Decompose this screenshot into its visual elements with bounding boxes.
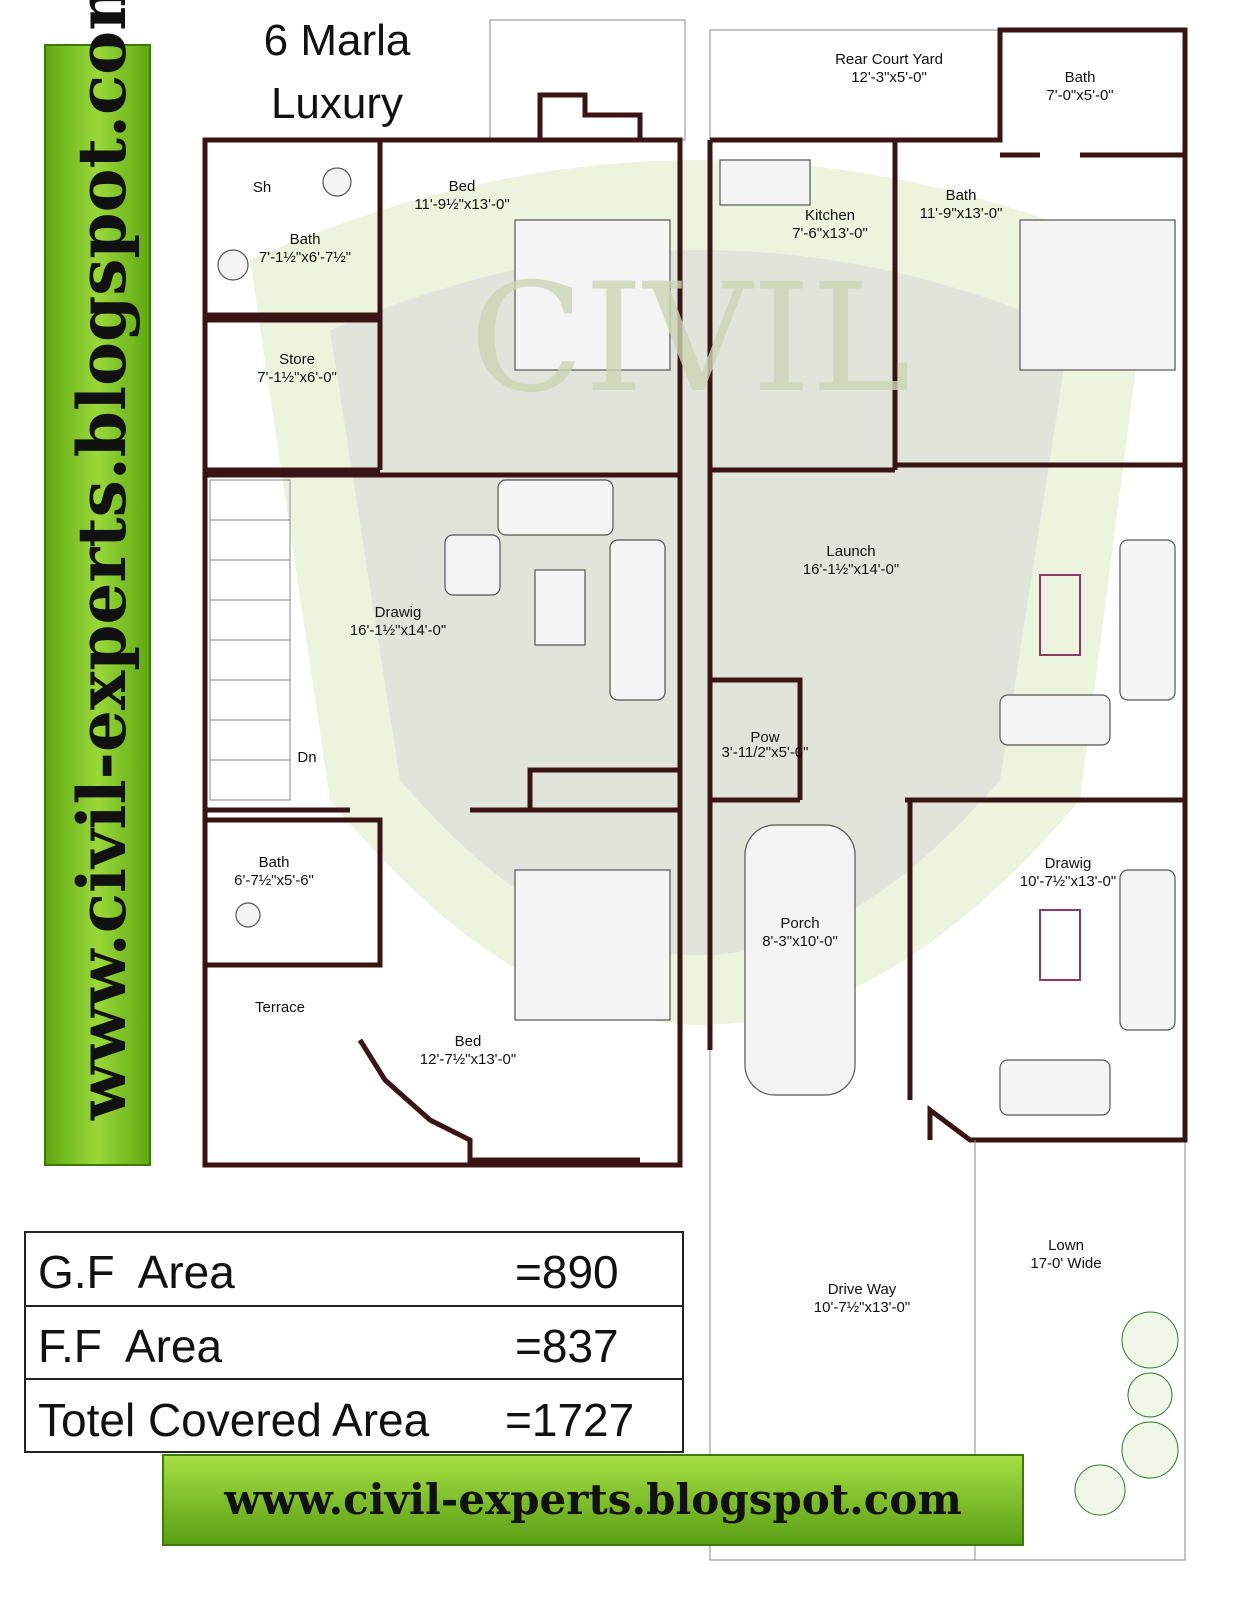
room-size: 7'-1½"x6'-0" [257,369,337,386]
room-label: Bath [946,187,977,204]
room-size: 12'-3"x5'-0" [851,69,927,86]
toilet-icon [235,902,261,928]
room-size: 6'-7½"x5'-6" [234,872,314,889]
room-label: Drawig [1045,855,1092,872]
tree-icons [1074,1311,1179,1516]
room-label: Rear Court Yard [835,51,943,68]
side-banner-text: www.civil-experts.blogspot.com [63,0,141,1121]
coffee-table [1039,574,1081,656]
watermark-text: CIVIL [469,252,910,426]
area-label: Totel Covered Area [38,1394,430,1446]
bed-furniture [514,219,671,371]
room-label: Bath [1065,69,1096,86]
sofa [999,1059,1111,1116]
toilet-icon [322,167,352,197]
room-size: 10'-7½"x13'-0" [1020,873,1116,890]
room-size: 10'-7½"x13'-0" [814,1299,910,1316]
sink-icon [719,159,811,206]
room-label: Kitchen [805,207,855,224]
room-size: 16'-1½"x14'-0" [803,561,899,578]
area-table: G.F Area =890 F.F Area =837 Totel Covere… [24,1231,684,1453]
room-label: Drive Way [828,1281,897,1298]
area-value: =1727 [505,1394,634,1446]
room-size: 8'-3"x10'-0" [762,933,838,950]
room-size: 11'-9"x13'-0" [920,205,1003,222]
room-size: 3'-11/2"x5'-0" [722,744,809,761]
sink-icon [217,249,249,281]
room-size: 7'-1½"x6'-7½" [259,249,351,266]
room-size: 7'-6"x13'-0" [792,225,868,242]
sofa [609,539,666,701]
room-label: Bed [455,1033,482,1050]
room-label: Terrace [255,999,305,1016]
room-label: Bath [259,854,290,871]
room-size: 16'-1½"x14'-0" [350,622,446,639]
room-size: 7'-0"x5'-0" [1046,87,1113,104]
room-label: Porch [780,915,819,932]
title-line-1: 6 Marla [264,16,411,65]
armchair [444,534,501,596]
right-floor-plan: Rear Court Yard 12'-3"x5'-0" Bath 7'-0"x… [707,27,1188,1561]
side-banner: www.civil-experts.blogspot.com [44,0,151,1166]
room-size: 12'-7½"x13'-0" [420,1051,516,1068]
room-size: 17-0' Wide [1030,1255,1101,1272]
sofa [1119,539,1176,701]
stairs-label: Dn [297,749,316,766]
coffee-table [534,569,586,646]
room-label: Launch [826,543,875,560]
left-floor-plan: Sh Bath 7'-1½"x6'-7½" Bed 11'-9½"x13'-0"… [202,19,686,1168]
room-label: Bed [449,178,476,195]
room-label: Bath [290,231,321,248]
room-size: 11'-9½"x13'-0" [414,196,509,213]
sofa [1119,869,1176,1031]
room-label: Lown [1048,1237,1084,1254]
room-label: Sh [253,179,271,196]
room-label: Drawig [375,604,422,621]
coffee-table [1039,909,1081,981]
car [744,824,856,1096]
area-value: =837 [515,1320,619,1372]
area-label: F.F Area [38,1320,222,1372]
area-value: =890 [515,1246,619,1298]
area-label: G.F Area [38,1246,235,1298]
bed-furniture [1019,219,1176,371]
bed-furniture [514,869,671,1021]
title-line-2: Luxury [271,79,403,128]
sofa [497,479,614,536]
room-label: Pow [750,729,779,746]
bottom-banner: www.civil-experts.blogspot.com [162,1454,1024,1546]
bottom-banner-text: www.civil-experts.blogspot.com [223,1475,962,1524]
sofa [999,694,1111,746]
room-label: Store [279,351,315,368]
